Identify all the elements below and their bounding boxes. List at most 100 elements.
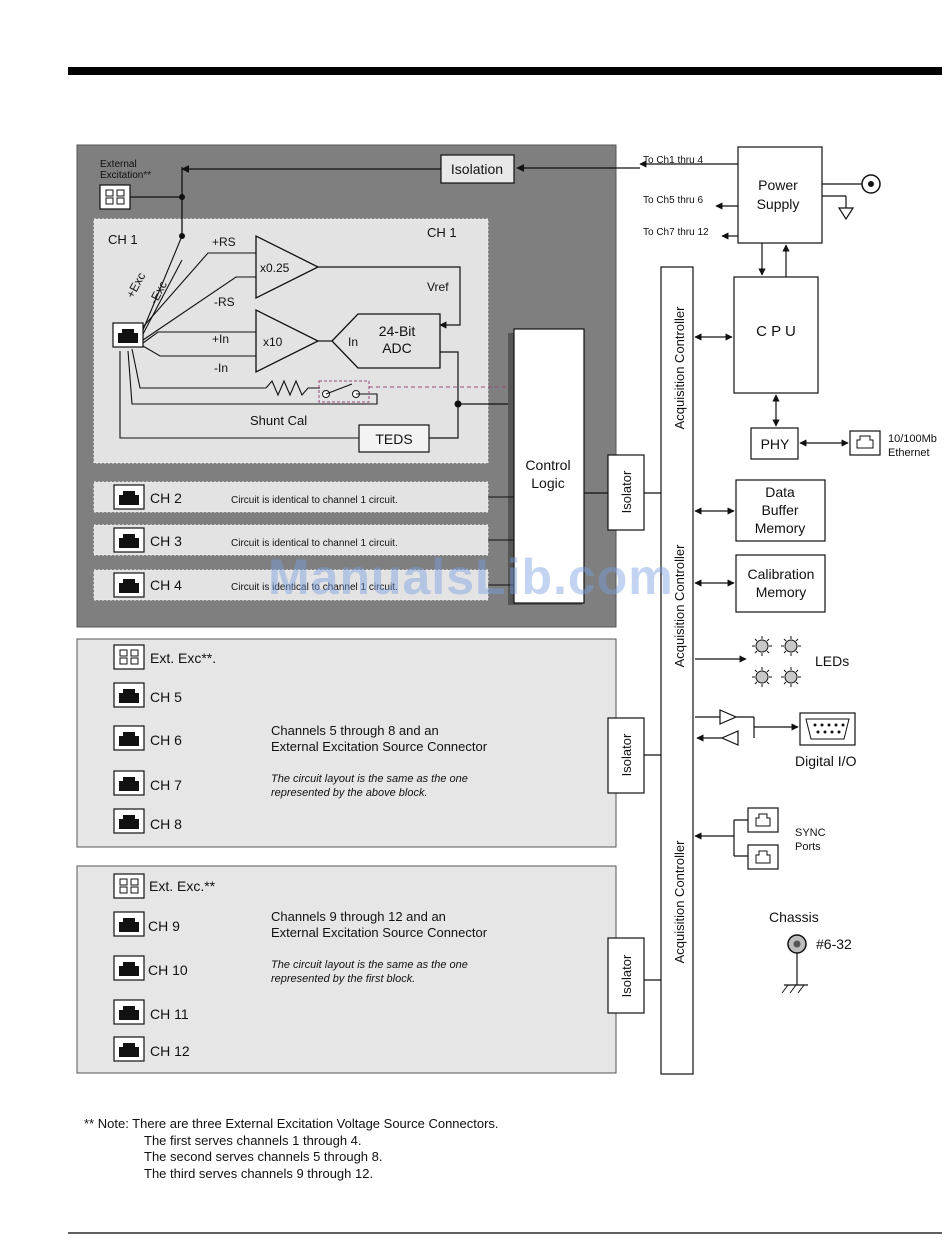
vref-label: Vref	[427, 280, 449, 294]
ch8-label: CH 8	[150, 816, 182, 832]
isolator1-box	[607, 454, 645, 531]
control-logic-box	[513, 328, 585, 604]
data-buffer-box	[735, 479, 826, 542]
ch3-row: CH 3 Circuit is identical to channel 1 c…	[93, 524, 489, 556]
teds-label: TEDS	[375, 431, 412, 447]
ch8-connector-icon	[113, 808, 145, 834]
amp-x025	[255, 234, 320, 300]
phy-label: PHY	[761, 436, 790, 452]
led-icon-3	[751, 666, 773, 688]
ethernet-port-icon	[849, 430, 881, 456]
power-supply-box	[737, 146, 823, 244]
ch3-label: CH 3	[150, 533, 182, 549]
isolation-label: Isolation	[451, 161, 503, 177]
chassis-label: Chassis	[769, 909, 819, 925]
amp-x025-label: x0.25	[260, 261, 290, 275]
ch2-text: Circuit is identical to channel 1 circui…	[231, 495, 398, 506]
chassis-ground-icon	[781, 984, 808, 994]
block2-panel	[76, 638, 617, 848]
ch1-label-left: CH 1	[108, 232, 138, 247]
isolator2-label: Isolator	[619, 733, 634, 776]
ext-exc-connector-icon	[99, 184, 131, 210]
isolator3-box	[607, 937, 645, 1014]
screw-label: #6-32	[816, 936, 852, 952]
led-icon-1	[751, 635, 773, 657]
footnote: ** Note: There are three External Excita…	[84, 1116, 499, 1182]
cpu-label: C P U	[756, 323, 796, 340]
ch5-label: CH 5	[150, 689, 182, 705]
ch9-connector-icon	[113, 911, 145, 937]
cpu-box	[733, 276, 819, 394]
acq-label-2: Acquisition Controller	[672, 544, 687, 668]
isolator3-label: Isolator	[619, 954, 634, 997]
ch5-connector-icon	[113, 682, 145, 708]
ch4-label: CH 4	[150, 577, 182, 593]
ext-exc2-label: Ext. Exc**.	[150, 650, 216, 666]
ext-exc3-label: Ext. Exc.**	[149, 878, 216, 894]
adc-in-label: In	[348, 335, 358, 349]
block3-panel	[76, 865, 617, 1074]
phy-box	[750, 427, 799, 460]
ch10-connector-icon	[113, 955, 145, 981]
shunt-cal-label: Shunt Cal	[250, 413, 307, 428]
ch1-label-right: CH 1	[427, 225, 457, 240]
acq-label-1: Acquisition Controller	[672, 306, 687, 430]
ch9-label: CH 9	[148, 918, 180, 934]
plus-in-label: +In	[212, 332, 229, 346]
amp-x10-label: x10	[263, 335, 283, 349]
ch11-connector-icon	[113, 999, 145, 1025]
ch4-row: CH 4 Circuit is identical to channel 1 c…	[93, 569, 489, 601]
ch1-connector-icon	[112, 322, 144, 348]
to-ch1-label: To Ch1 thru 4	[643, 155, 703, 166]
digital-io-label: Digital I/O	[795, 753, 857, 769]
block2-italic: The circuit layout is the same as the on…	[271, 773, 468, 799]
ch12-connector-icon	[113, 1036, 145, 1062]
sync-port-icon-2	[747, 844, 779, 870]
ch7-label: CH 7	[150, 777, 182, 793]
adc-block	[331, 313, 441, 369]
to-ch5-label: To Ch5 thru 6	[643, 195, 703, 206]
ext-exc3-connector-icon	[113, 873, 145, 899]
db9-connector-icon	[799, 712, 856, 746]
ch2-label: CH 2	[150, 490, 182, 506]
ch11-label: CH 11	[150, 1006, 189, 1022]
plus-rs-label: +RS	[212, 235, 236, 249]
block3-italic: The circuit layout is the same as the on…	[271, 959, 468, 985]
ground-icon	[837, 207, 855, 221]
acquisition-controller-bar	[660, 266, 694, 1075]
note-line-2: The first serves channels 1 through 4.	[144, 1132, 362, 1148]
note-line-3: The second serves channels 5 through 8.	[144, 1149, 383, 1164]
minus-rs-label: -RS	[214, 295, 235, 309]
ch6-label: CH 6	[150, 732, 182, 748]
teds-box	[358, 424, 430, 453]
isolation-box	[440, 154, 515, 184]
note-line-4: The third serves channels 9 through 12.	[144, 1165, 374, 1181]
led-icon-4	[780, 666, 802, 688]
sync-port-icon-1	[747, 807, 779, 833]
ch7-connector-icon	[113, 770, 145, 796]
ext-exc2-connector-icon	[113, 644, 145, 670]
shunt-cal-switch-box	[318, 380, 370, 403]
leds-label: LEDs	[815, 653, 849, 669]
note-line-1: ** Note: There are three External Excita…	[84, 1116, 499, 1131]
ch2-row: CH 2 Circuit is identical to channel 1 c…	[93, 481, 489, 513]
ch6-connector-icon	[113, 725, 145, 751]
calibration-box	[735, 554, 826, 613]
isolator1-label: Isolator	[619, 470, 634, 513]
ch4-text: Circuit is identical to channel 1 circui…	[231, 582, 398, 593]
ch10-label: CH 10	[148, 962, 188, 978]
ch3-text: Circuit is identical to channel 1 circui…	[231, 538, 398, 549]
minus-in-label: -In	[214, 361, 228, 375]
ch2-connector-icon	[113, 484, 145, 510]
amp-x10	[255, 308, 320, 374]
